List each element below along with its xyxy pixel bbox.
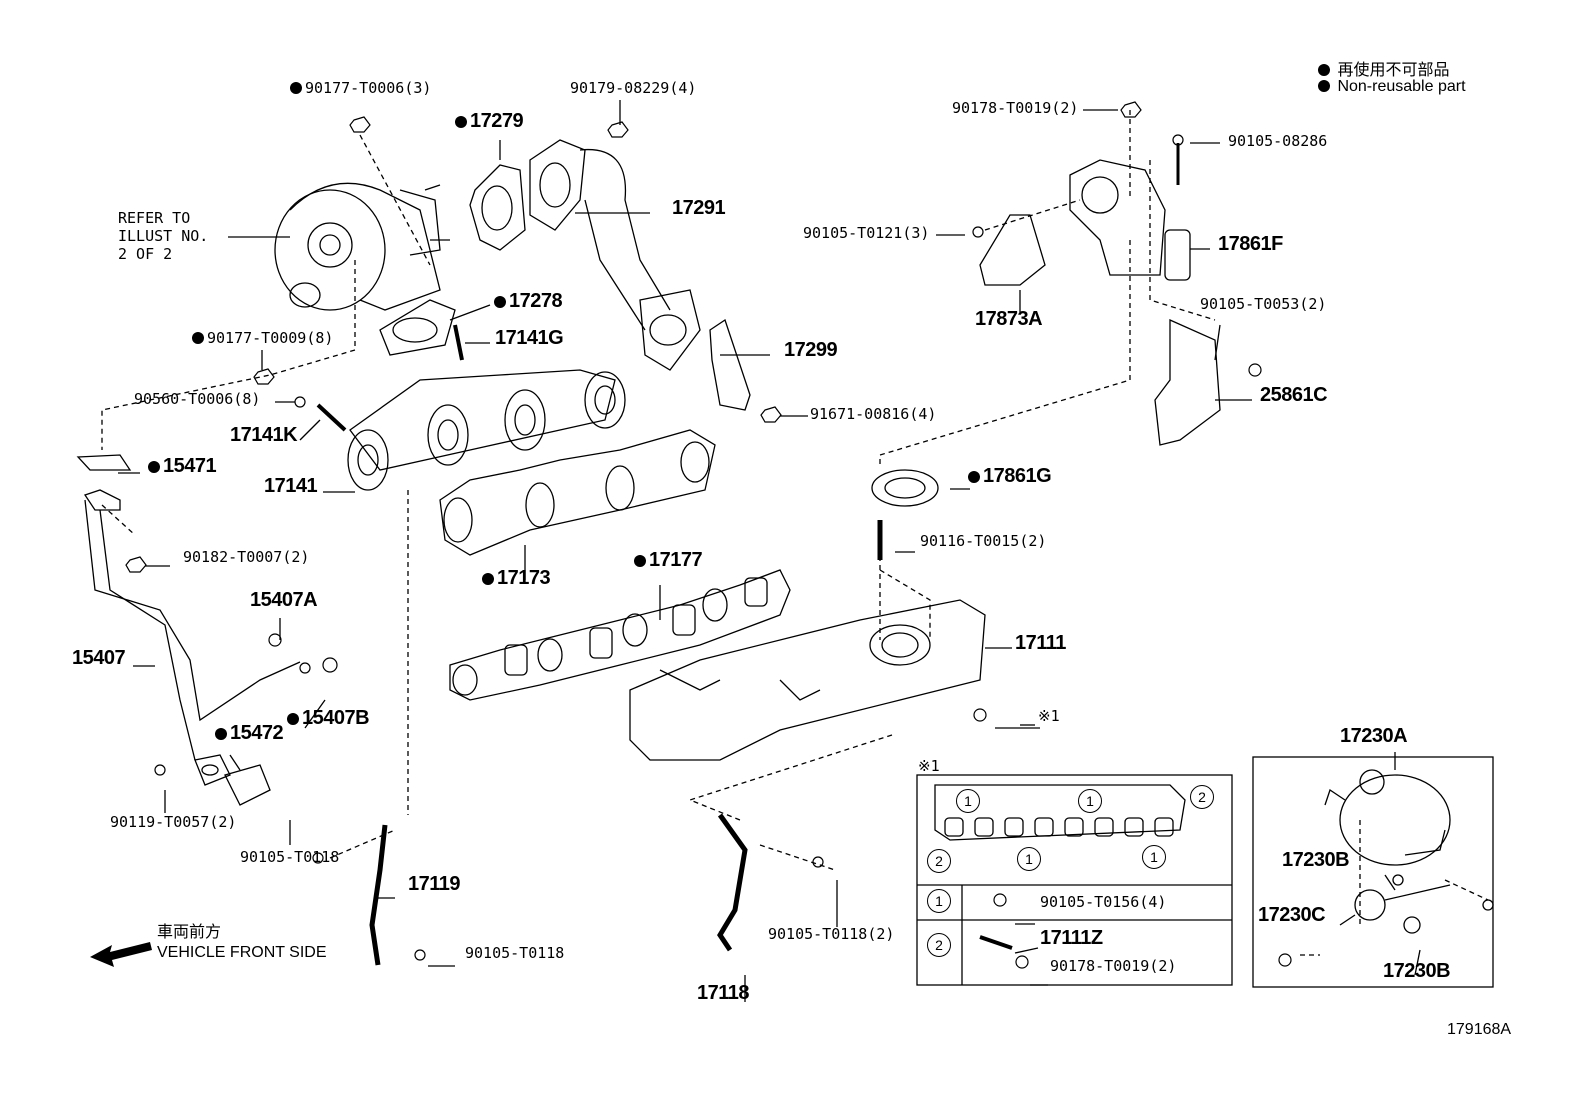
non-reusable-dot-icon: [482, 573, 494, 585]
part-label-90105-T0121[interactable]: 90105-T0121(3): [803, 224, 930, 242]
part-label-90560-T0006[interactable]: 90560-T0006(8): [134, 390, 261, 408]
bracket-17299-drawing: [709, 318, 751, 411]
part-label-17141[interactable]: 17141: [264, 475, 318, 497]
part-label-90105-T0118-a[interactable]: 90105-T0118: [240, 848, 340, 866]
inset-17230A-frame: [1252, 756, 1494, 988]
part-label-17177[interactable]: 17177: [634, 550, 703, 570]
turbocharger-drawing: [274, 182, 450, 311]
inset-position-marker-2: 2: [927, 849, 951, 873]
refer-note-line2: ILLUST NO.: [118, 227, 209, 245]
part-label-90105-T0053[interactable]: 90105-T0053(2): [1200, 295, 1327, 313]
exhaust-pipe-17291-drawing: [529, 139, 701, 371]
non-reusable-dot-icon: [192, 332, 204, 344]
part-label-15407[interactable]: 15407: [72, 647, 126, 669]
gasket-17173-drawing: [439, 429, 716, 556]
non-reusable-dot-icon: [290, 82, 302, 94]
elbow-17861F-drawing: [1069, 159, 1191, 281]
gasket-17177-drawing: [449, 569, 791, 701]
front-arrow-icon: [90, 942, 152, 967]
part-label-17141K[interactable]: 17141K: [230, 424, 298, 446]
inset-position-marker-1: 1: [956, 789, 980, 813]
inset-position-marker-1: 1: [1078, 789, 1102, 813]
part-label-90105-T0118-b[interactable]: 90105-T0118: [465, 944, 565, 962]
inset-row2-marker: 2: [927, 933, 951, 957]
part-label-90119-T0057[interactable]: 90119-T0057(2): [110, 813, 237, 831]
bracket-17873A-drawing: [979, 214, 1046, 286]
part-label-17278[interactable]: 17278: [494, 291, 563, 311]
inset-note-marker: ※1: [918, 757, 940, 775]
gasket-17279-drawing: [469, 164, 526, 251]
part-label-17230B-a[interactable]: 17230B: [1282, 849, 1350, 871]
exhaust-manifold-17141-drawing: [347, 369, 626, 491]
non-reusable-dot-icon: [455, 116, 467, 128]
part-label-15407B[interactable]: 15407B: [287, 708, 370, 728]
part-label-17141G[interactable]: 17141G: [495, 327, 564, 349]
gasket-17278-drawing: [379, 299, 456, 356]
inset-row2-part-b[interactable]: 90178-T0019(2): [1050, 957, 1177, 975]
part-label-17299[interactable]: 17299: [784, 339, 838, 361]
part-label-90177-T0006[interactable]: 90177-T0006(3): [290, 80, 431, 96]
part-label-17230B-b[interactable]: 17230B: [1383, 960, 1451, 982]
non-reusable-dot-icon: [215, 728, 227, 740]
intake-manifold-17111-drawing: [629, 599, 986, 761]
refer-note-line3: 2 OF 2: [118, 245, 173, 263]
part-label-90182-T0007[interactable]: 90182-T0007(2): [183, 548, 310, 566]
part-label-17279[interactable]: 17279: [455, 111, 524, 131]
part-label-15471[interactable]: 15471: [148, 456, 217, 476]
part-label-17118[interactable]: 17118: [697, 982, 750, 1004]
diagram-id: 179168A: [1447, 1021, 1512, 1038]
oil-pipe-15407-drawing: [83, 489, 301, 786]
part-label-17119[interactable]: 17119: [408, 873, 461, 895]
part-label-17230C[interactable]: 17230C: [1258, 904, 1326, 926]
gasket-17861G-drawing: [871, 469, 939, 507]
inset-row1-part[interactable]: 90105-T0156(4): [1040, 893, 1167, 911]
non-reusable-dot-icon: [968, 471, 980, 483]
inset-position-marker-1: 1: [1142, 845, 1166, 869]
stay-17119-drawing: [369, 824, 388, 966]
part-label-90178-T0019[interactable]: 90178-T0019(2): [952, 99, 1079, 117]
actuator-17230A-drawing: [1324, 769, 1494, 934]
gasket-15472-drawing: [224, 764, 271, 806]
non-reusable-dot-icon: [287, 713, 299, 725]
part-label-17111[interactable]: 17111: [1015, 632, 1066, 654]
non-reusable-dot-icon: [1318, 80, 1330, 92]
inset-note-frame: [916, 774, 1233, 986]
inset-row2-part-a[interactable]: 17111Z: [1040, 927, 1103, 949]
part-label-17230A[interactable]: 17230A: [1340, 725, 1408, 747]
front-side-ja: 車両前方: [157, 924, 222, 941]
non-reusable-dot-icon: [148, 461, 160, 473]
part-label-17291[interactable]: 17291: [672, 197, 726, 219]
part-label-17873A[interactable]: 17873A: [975, 308, 1043, 330]
part-label-17861F[interactable]: 17861F: [1218, 233, 1283, 255]
refer-note-line1: REFER TO: [118, 209, 191, 227]
legend-ja: 再使用不可部品: [1318, 56, 1449, 80]
non-reusable-dot-icon: [1318, 64, 1330, 76]
part-label-25861C[interactable]: 25861C: [1260, 384, 1328, 406]
pipe-17118-drawing: [717, 813, 748, 952]
part-label-90105-08286[interactable]: 90105-08286: [1228, 132, 1328, 150]
inset-position-marker-1: 1: [1017, 847, 1041, 871]
part-label-17173[interactable]: 17173: [482, 568, 551, 588]
part-label-90105-T0118-c[interactable]: 90105-T0118(2): [768, 925, 895, 943]
inset-row1-marker: 1: [927, 889, 951, 913]
legend-en: Non-reusable part: [1318, 78, 1466, 96]
non-reusable-dot-icon: [634, 555, 646, 567]
callout-note-1: ※1: [1038, 707, 1060, 725]
part-label-17861G[interactable]: 17861G: [968, 466, 1052, 486]
part-label-91671-00816[interactable]: 91671-00816(4): [810, 405, 937, 423]
part-label-15472[interactable]: 15472: [215, 723, 284, 743]
front-side-en: VEHICLE FRONT SIDE: [157, 944, 327, 961]
part-label-90179-08229[interactable]: 90179-08229(4): [570, 79, 697, 97]
part-label-90116-T0015[interactable]: 90116-T0015(2): [920, 532, 1047, 550]
bracket-25861C-drawing: [1154, 318, 1221, 446]
non-reusable-dot-icon: [494, 296, 506, 308]
part-label-90177-T0009[interactable]: 90177-T0009(8): [192, 330, 333, 346]
gasket-15471-drawing: [76, 454, 132, 471]
part-label-15407A[interactable]: 15407A: [250, 589, 318, 611]
inset-position-marker-2: 2: [1190, 785, 1214, 809]
